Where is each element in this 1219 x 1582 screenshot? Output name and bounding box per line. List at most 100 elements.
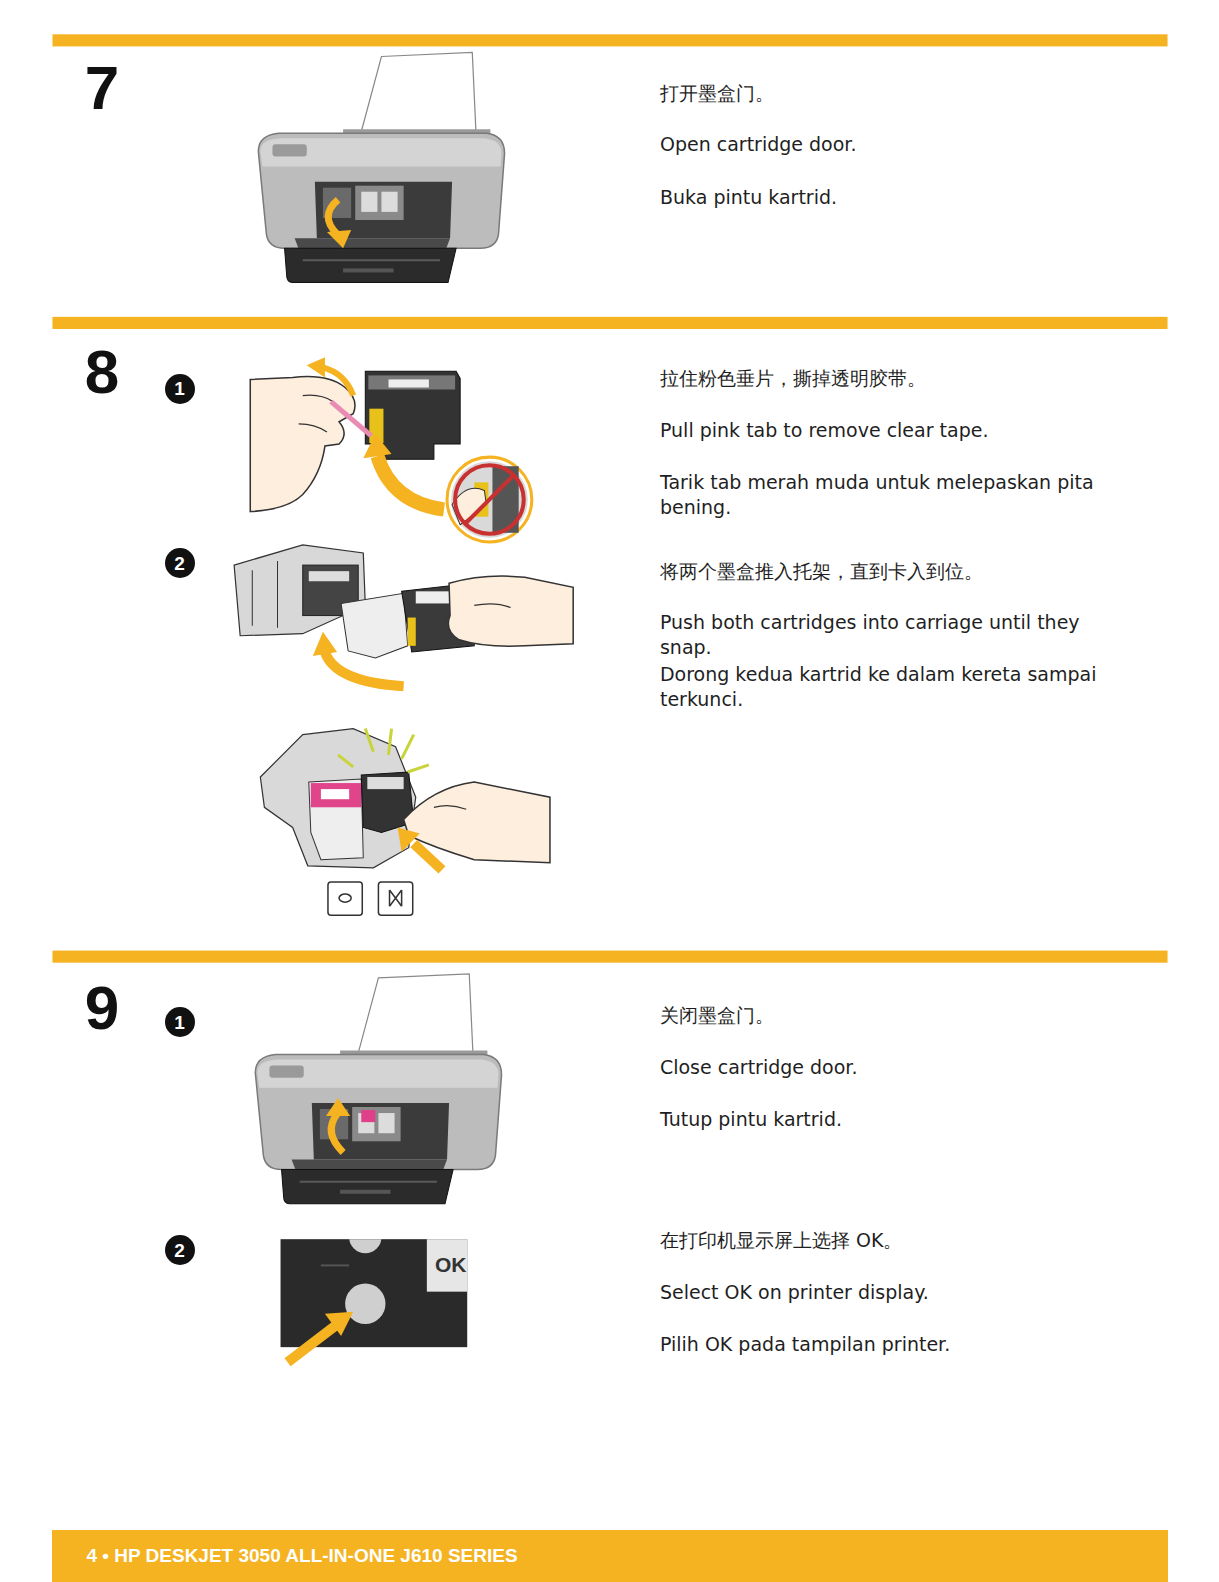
hand-figure (250, 377, 355, 512)
press-arrow (288, 1326, 335, 1362)
instruction-text: 将两个墨盒推入托架，直到卡入到位。 (660, 559, 1110, 584)
instruction-text: Push both cartridges into carriage until… (660, 610, 1110, 660)
cartridge-figure (341, 593, 408, 658)
instruction-text: Tutup pintu kartrid. (660, 1107, 1110, 1132)
press-arrow (325, 1312, 353, 1336)
carriage-figure (311, 783, 361, 807)
carriage-figure (321, 789, 349, 799)
instruction-text: 拉住粉色垂片，撕掉透明胶带。 (660, 366, 1110, 391)
do-not-touch-symbol (447, 457, 532, 542)
do-not-touch-symbol (455, 465, 524, 534)
do-not-touch-symbol (465, 475, 513, 523)
do-not-touch-symbol (447, 457, 532, 542)
carriage-figure (309, 779, 363, 860)
display-photo (281, 1239, 468, 1347)
cartridge-figure (408, 618, 416, 646)
push-arrow (398, 827, 442, 869)
cartridge-icon (328, 882, 413, 915)
display-label: OK (435, 1254, 467, 1275)
carriage-figure (367, 777, 403, 789)
pull-arrow (307, 357, 353, 395)
instruction-text: Pilih OK pada tampilan printer. (660, 1332, 1110, 1357)
instruction-text: 关闭墨盒门。 (660, 1003, 1110, 1028)
callout-digit: 1 (174, 1013, 185, 1032)
pull-arrow (307, 357, 325, 377)
push-arrow (398, 827, 420, 851)
hand-figure (299, 424, 327, 432)
display-photo (345, 1284, 385, 1324)
carriage-figure (260, 729, 415, 868)
close-arrow (326, 1098, 350, 1116)
press-arrow (288, 1312, 354, 1362)
insert-arrow (313, 632, 404, 686)
snap-lines (338, 729, 429, 772)
page-art (52, 34, 1167, 1362)
step-number: 8 (85, 341, 119, 403)
direction-arrow (363, 434, 391, 458)
instruction-text: 在打印机显示屏上选择 OK。 (660, 1228, 1110, 1253)
instruction-text: Select OK on printer display. (660, 1280, 1110, 1305)
open-arrow (328, 200, 338, 234)
open-arrow (327, 200, 351, 248)
instruction-text: 打开墨盒门。 (660, 81, 1110, 106)
hand-figure (448, 576, 573, 646)
display-photo (321, 1264, 349, 1266)
pink-tab (331, 402, 371, 436)
section-bar (52, 34, 1167, 962)
cartridge-icon (328, 882, 362, 915)
instruction-text: Pull pink tab to remove clear tape. (660, 418, 1110, 443)
display-photo (349, 1239, 381, 1253)
close-arrow (326, 1098, 375, 1152)
section-bar (52, 951, 1167, 963)
instruction-text: Buka pintu kartrid. (660, 185, 1110, 210)
cartridge-icon (390, 890, 402, 906)
printer-figure (258, 52, 504, 282)
footer-text: 4 • HP DESKJET 3050 ALL-IN-ONE J610 SERI… (52, 1546, 517, 1565)
insert-arrow (313, 632, 337, 656)
instruction-text: Open cartridge door. (660, 132, 1110, 157)
carriage-figure (309, 571, 349, 581)
cartridge-figure (389, 379, 429, 387)
hand-figure (448, 576, 573, 646)
callout-number: 2 (165, 1235, 195, 1265)
hand-figure (250, 377, 355, 512)
carriage-figure (260, 729, 415, 868)
cartridge-icon (339, 894, 351, 902)
display-photo (281, 1221, 468, 1347)
hand-figure (434, 806, 466, 810)
close-arrow (331, 1114, 343, 1152)
hand-figure (474, 604, 510, 608)
direction-arrow (377, 456, 444, 509)
footer-band: 4 • HP DESKJET 3050 ALL-IN-ONE J610 SERI… (52, 1530, 1167, 1582)
snap-lines (338, 729, 429, 772)
section-bar (52, 317, 1167, 329)
callout-digit: 2 (174, 1241, 185, 1260)
cartridge-figure (368, 375, 455, 389)
printer-figure (255, 974, 501, 1204)
step-number: 7 (85, 57, 119, 119)
display-photo (349, 1239, 381, 1253)
carriage-figure (252, 561, 277, 628)
callout-number: 1 (165, 374, 195, 404)
callout-number: 2 (165, 548, 195, 578)
open-arrow (327, 230, 351, 248)
direction-arrow (363, 434, 444, 510)
section-bar (52, 34, 1167, 46)
callout-digit: 1 (174, 379, 185, 398)
pull-arrow (323, 367, 353, 395)
display-photo (427, 1239, 467, 1291)
hand-figure (303, 395, 333, 401)
cartridge-icon (378, 882, 412, 915)
pink-tab (331, 402, 371, 436)
close-arrow (361, 1110, 375, 1122)
push-arrow (414, 844, 442, 870)
instruction-text: Tarik tab merah muda untuk melepaskan pi… (660, 470, 1110, 520)
insert-arrow (325, 652, 404, 686)
instruction-text: Close cartridge door. (660, 1055, 1110, 1080)
instruction-text: Dorong kedua kartrid ke dalam kereta sam… (660, 662, 1110, 712)
do-not-touch-symbol (451, 461, 528, 538)
callout-digit: 2 (174, 554, 185, 573)
callout-number: 1 (165, 1007, 195, 1037)
